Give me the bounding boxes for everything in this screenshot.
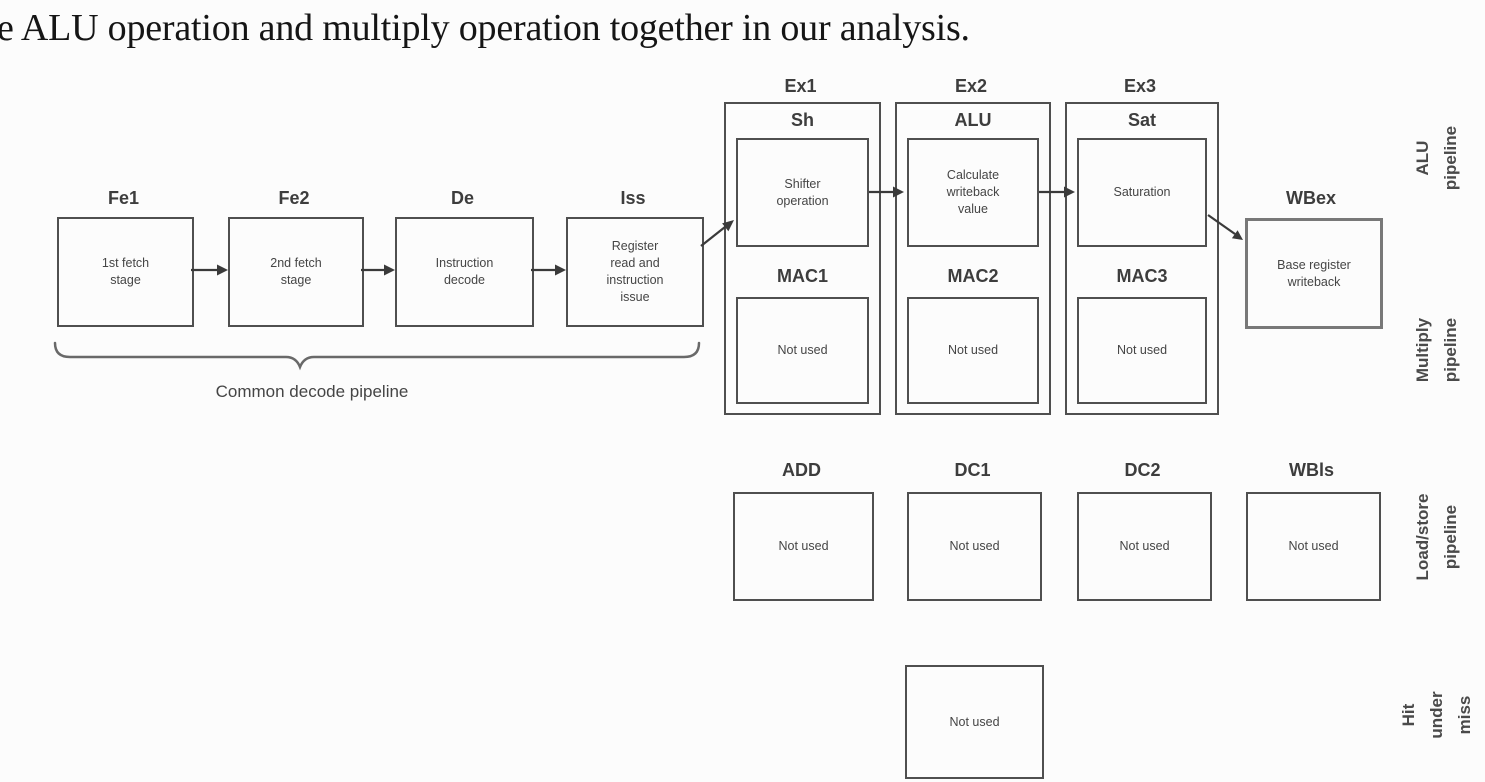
unit-box-mac2: Not used — [907, 297, 1039, 404]
execute-column-ex3: Sat Saturation MAC3 Not used — [1065, 102, 1219, 415]
stage-header-dc1: DC1 — [954, 460, 991, 480]
unit-box-sh: Shifter operation — [736, 138, 869, 247]
stage-box-iss: Register read and instruction issue — [566, 217, 704, 327]
stage-body-wbex: Base register writeback — [1277, 257, 1351, 289]
unit-box-mac3: Not used — [1077, 297, 1207, 404]
execute-column-ex1: Sh Shifter operation MAC1 Not used — [724, 102, 881, 415]
stage-box-hit-under-miss: Not used — [905, 665, 1044, 779]
unit-name-mac2: MAC2 — [947, 266, 999, 286]
stage-header-ex1: Ex1 — [784, 76, 817, 96]
stage-header-fe1: Fe1 — [107, 188, 140, 208]
unit-body-mac2: Not used — [947, 343, 999, 358]
stage-body-add: Not used — [778, 539, 829, 554]
stage-body-hit-under-miss: Not used — [949, 714, 1000, 729]
stage-box-wbex: Base register writeback — [1245, 218, 1383, 329]
unit-body-mac3: Not used — [1116, 343, 1168, 358]
stage-body-wbls: Not used — [1288, 539, 1339, 554]
stage-body-dc1: Not used — [949, 539, 1000, 554]
unit-body-sh: Shifter operation — [776, 176, 829, 208]
stage-body-fe1: 1st fetch stage — [101, 256, 150, 287]
stage-box-fe1: 1st fetch stage — [57, 217, 194, 327]
stage-body-de: Instruction decode — [435, 256, 494, 287]
side-label-hit-under-miss: Hit under miss — [1398, 691, 1475, 739]
stage-box-add: Not used — [733, 492, 874, 601]
stage-box-dc1: Not used — [907, 492, 1042, 601]
unit-name-sat: Sat — [1127, 110, 1156, 130]
stage-header-dc2: DC2 — [1124, 460, 1161, 480]
stage-box-wbls: Not used — [1246, 492, 1381, 601]
side-label-multiply-pipeline: Multiply pipeline — [1412, 317, 1460, 383]
common-decode-pipeline-label: Common decode pipeline — [215, 382, 409, 401]
unit-box-alu: Calculate writeback value — [907, 138, 1039, 247]
stage-header-wbex: WBex — [1285, 188, 1336, 208]
unit-box-sat: Saturation — [1077, 138, 1207, 247]
stage-box-fe2: 2nd fetch stage — [228, 217, 364, 327]
side-label-load-store-pipeline: Load/store pipeline — [1412, 493, 1460, 581]
unit-name-mac1: MAC1 — [776, 266, 828, 286]
stage-header-add: ADD — [782, 460, 821, 480]
arrow-de-to-iss — [531, 264, 566, 276]
unit-name-mac3: MAC3 — [1116, 266, 1168, 286]
unit-name-alu: ALU — [954, 110, 992, 130]
stage-header-wbls: WBls — [1289, 460, 1334, 480]
stage-body-iss: Register read and instruction issue — [606, 239, 664, 304]
unit-body-alu: Calculate writeback value — [946, 168, 1000, 216]
decode-brace — [53, 341, 701, 371]
stage-header-fe2: Fe2 — [278, 188, 310, 208]
stage-box-de: Instruction decode — [395, 217, 534, 327]
unit-body-mac1: Not used — [777, 343, 828, 358]
stage-box-dc2: Not used — [1077, 492, 1212, 601]
stage-body-fe2: 2nd fetch stage — [270, 256, 322, 287]
stage-body-dc2: Not used — [1119, 539, 1170, 554]
unit-box-mac1: Not used — [736, 297, 869, 404]
document-sentence: e ALU operation and multiply operation t… — [0, 7, 970, 49]
stage-header-de: De — [450, 188, 474, 208]
unit-name-sh: Sh — [790, 110, 814, 130]
execute-column-ex2: ALU Calculate writeback value MAC2 Not u… — [895, 102, 1051, 415]
side-label-alu-pipeline: ALU pipeline — [1412, 125, 1460, 191]
unit-body-sat: Saturation — [1113, 185, 1171, 200]
stage-header-iss: Iss — [620, 188, 646, 208]
arrow-fe2-to-de — [361, 264, 395, 276]
stage-header-ex3: Ex3 — [1123, 76, 1157, 96]
stage-header-ex2: Ex2 — [954, 76, 988, 96]
arrow-fe1-to-fe2 — [191, 264, 228, 276]
